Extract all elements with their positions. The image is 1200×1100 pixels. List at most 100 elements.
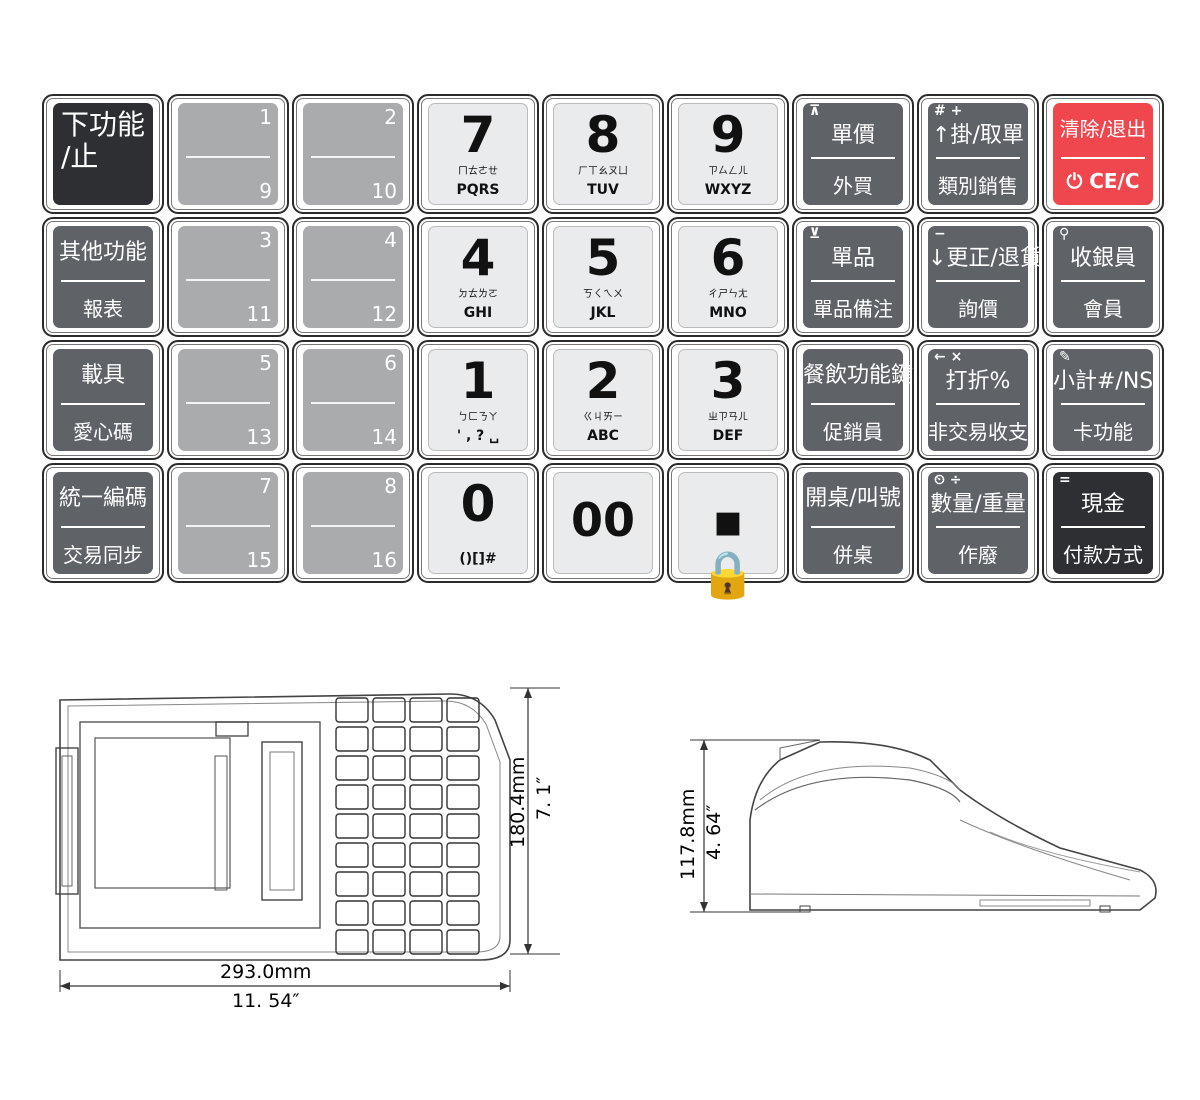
- key-divider: [186, 402, 270, 405]
- drawing-key: [372, 784, 406, 810]
- key-digit: ▪ 🔒: [699, 493, 757, 601]
- key-r4-c4[interactable]: 0()[]#: [417, 463, 539, 583]
- key-divider: [61, 280, 145, 283]
- drawing-key: [335, 813, 369, 839]
- key-label-bottom: 愛心碼: [73, 420, 133, 444]
- key-digit: 8: [585, 106, 621, 164]
- key-cap: 其他功能報表: [53, 226, 153, 328]
- key-digit: 00: [570, 493, 635, 547]
- key-cap: =現金付款方式: [1053, 472, 1153, 574]
- key-r3-c7[interactable]: 餐飲功能鍵促銷員: [792, 340, 914, 460]
- drawing-key: [409, 900, 443, 926]
- key-r2-c9[interactable]: ⚲收銀員會員: [1042, 217, 1164, 337]
- key-r1-c1[interactable]: 下功能 /止: [42, 94, 164, 214]
- key-r4-c6[interactable]: ▪ 🔒: [667, 463, 789, 601]
- key-letters: TUV: [587, 182, 619, 198]
- key-r3-c1[interactable]: 載具愛心碼: [42, 340, 164, 460]
- key-r2-c1[interactable]: 其他功能報表: [42, 217, 164, 337]
- key-number-bottom: 14: [371, 425, 397, 449]
- key-label-bottom: 交易同步: [63, 543, 143, 567]
- key-cap: ← ×打折%非交易收支: [928, 349, 1028, 451]
- key-r3-c3[interactable]: 6 14: [292, 340, 414, 460]
- key-digit: 4: [460, 229, 496, 287]
- drawing-key: [446, 900, 480, 926]
- key-r2-c7[interactable]: ⊻單品單品備注: [792, 217, 914, 337]
- key-r1-c8[interactable]: # +↑掛/取單類別銷售: [917, 94, 1039, 214]
- depth-in-label: 7. 1″: [533, 777, 555, 820]
- key-number-top: 8: [384, 474, 397, 498]
- key-r3-c8[interactable]: ← ×打折%非交易收支: [917, 340, 1039, 460]
- key-divider: [936, 157, 1020, 160]
- key-divider: [1061, 280, 1145, 283]
- key-r1-c9[interactable]: 清除/退出 ⏻ CE/C: [1042, 94, 1164, 214]
- key-digit: 1: [460, 352, 496, 410]
- key-r4-c8[interactable]: ⏲ ÷數量/重量作廢: [917, 463, 1039, 583]
- key-cap: 統一編碼交易同步: [53, 472, 153, 574]
- key-r4-c7[interactable]: 開桌/叫號併桌: [792, 463, 914, 583]
- key-divider: [186, 525, 270, 528]
- key-r2-c8[interactable]: −↓更正/退貨詢價: [917, 217, 1042, 337]
- key-divider: [186, 156, 270, 159]
- key-label-top: 數量/重量: [930, 492, 1026, 517]
- key-divider: [311, 279, 395, 282]
- key-number-bottom: 9: [259, 179, 272, 203]
- key-corner-symbol: ✎: [1059, 349, 1071, 365]
- drawing-key: [372, 813, 406, 839]
- key-label-bottom: 詢價: [958, 297, 998, 321]
- drawing-key: [409, 813, 443, 839]
- key-label-top: 開桌/叫號: [805, 486, 901, 511]
- key-letters: GHI: [463, 305, 493, 321]
- key-number-top: 6: [384, 351, 397, 375]
- drawing-key: [446, 813, 480, 839]
- depth-mm-label: 180.4mm: [507, 757, 529, 848]
- key-label-top: 餐飲功能鍵: [803, 363, 914, 388]
- key-zhuyin: ㄗㄙㄥㄦ: [708, 166, 748, 177]
- key-r4-c5[interactable]: 00: [542, 463, 664, 583]
- key-digit: 6: [710, 229, 746, 287]
- key-number-bottom: 12: [371, 302, 397, 326]
- key-number-top: 3: [259, 228, 272, 252]
- key-corner-symbol: ← ×: [934, 349, 963, 365]
- key-r4-c9[interactable]: =現金付款方式: [1042, 463, 1164, 583]
- key-r1-c7[interactable]: ⊼單價外買: [792, 94, 914, 214]
- width-mm-label: 293.0mm: [220, 961, 311, 983]
- key-divider: [811, 403, 895, 406]
- width-in-label: 11. 54″: [232, 990, 300, 1012]
- key-r4-c1[interactable]: 統一編碼交易同步: [42, 463, 164, 583]
- key-label-bottom: ⏻ CE/C: [1066, 169, 1140, 193]
- key-divider: [936, 403, 1020, 406]
- key-label-top: 清除/退出: [1059, 117, 1147, 141]
- key-divider: [811, 280, 895, 283]
- key-label-bottom: 單品備注: [813, 297, 893, 321]
- drawing-key: [372, 697, 406, 723]
- key-label-top: 載具: [80, 363, 125, 388]
- drawing-key: [372, 842, 406, 868]
- drawing-key: [446, 755, 480, 781]
- key-number-bottom: 13: [246, 425, 272, 449]
